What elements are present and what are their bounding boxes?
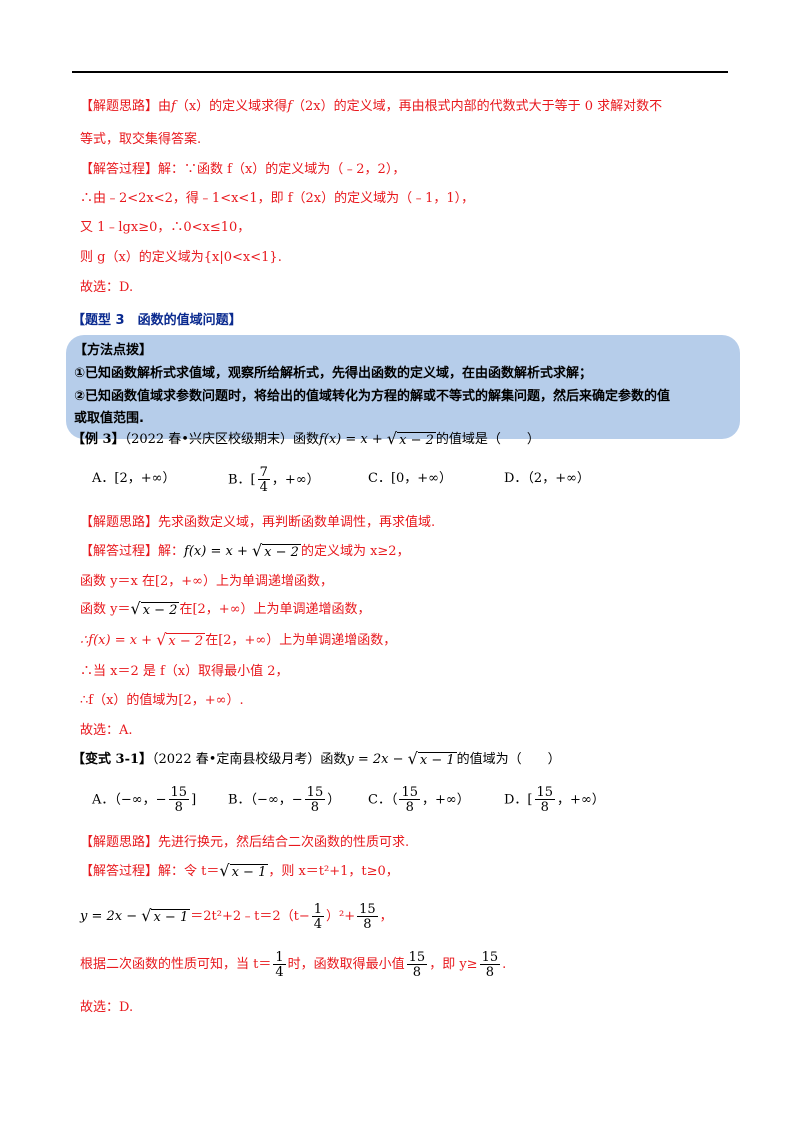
method-line-3: 或取值范围. bbox=[74, 411, 144, 426]
example3-process-5: ∴当 x＝2 是 f（x）取得最小值 2， bbox=[80, 664, 289, 679]
example3-answer: 故选：A. bbox=[80, 723, 133, 738]
type3-title: 【题型 3 函数的值域问题】 bbox=[72, 313, 242, 328]
example3-process-2: 函数 y＝x 在[2，+∞）上为单调递增函数， bbox=[80, 574, 334, 589]
variant31-process-1: 【解答过程】解：令 t＝√x − 1，则 x＝t²+1，t≥0， bbox=[80, 861, 399, 881]
method-line-2: ②已知函数值域求参数问题时，将给出的值域转化为方程的解或不等式的解集问题，然后来… bbox=[74, 389, 671, 404]
process-line-2: ∴由﹣2<2x<2，得﹣1<x<1，即 f（2x）的定义域为（﹣1，1）， bbox=[80, 191, 475, 206]
process-line-4: 则 g（x）的定义域为{x|0<x<1}. bbox=[80, 250, 282, 265]
example3-thinking: 【解题思路】先求函数定义域，再判断函数单调性，再求值域. bbox=[80, 515, 436, 530]
example3-option-c: C．[0，+∞） bbox=[368, 471, 453, 486]
method-box: 【方法点拨】 ①已知函数解析式求值域，观察所给解析式，先得出函数的定义域，在由函… bbox=[66, 335, 740, 439]
example3-process-6: ∴f（x）的值域为[2，+∞）. bbox=[80, 693, 244, 708]
example3-stem: 【例 3】（2022 春•兴庆区校级期末）函数f(x) = x + √x − 2… bbox=[72, 429, 540, 449]
variant31-answer: 故选：D. bbox=[80, 1000, 134, 1015]
example3-option-d: D．（2，+∞） bbox=[504, 471, 590, 486]
method-title: 【方法点拨】 bbox=[74, 343, 153, 358]
method-line-1: ①已知函数解析式求值域，观察所给解析式，先得出函数的定义域，在由函数解析式求解； bbox=[74, 366, 593, 381]
thinking-line-2: 等式，取交集得答案. bbox=[80, 132, 202, 147]
header-rule bbox=[72, 71, 728, 73]
answer-line: 故选：D. bbox=[80, 280, 134, 295]
variant31-thinking: 【解题思路】先进行换元，然后结合二次函数的性质可求. bbox=[80, 835, 410, 850]
thinking-line-1: 【解题思路】由f（x）的定义域求得f（2x）的定义域，再由根式内部的代数式大于等… bbox=[80, 99, 663, 114]
example3-option-a: A．[2，+∞） bbox=[92, 471, 176, 486]
variant31-stem: 【变式 3-1】（2022 春•定南县校级月考）函数y = 2x − √x − … bbox=[72, 749, 561, 769]
process-line-3: 又 1﹣lgx≥0，∴0<x≤10， bbox=[80, 220, 251, 235]
process-line-1: 【解答过程】解：∵函数 f（x）的定义域为（﹣2，2）， bbox=[80, 162, 406, 177]
